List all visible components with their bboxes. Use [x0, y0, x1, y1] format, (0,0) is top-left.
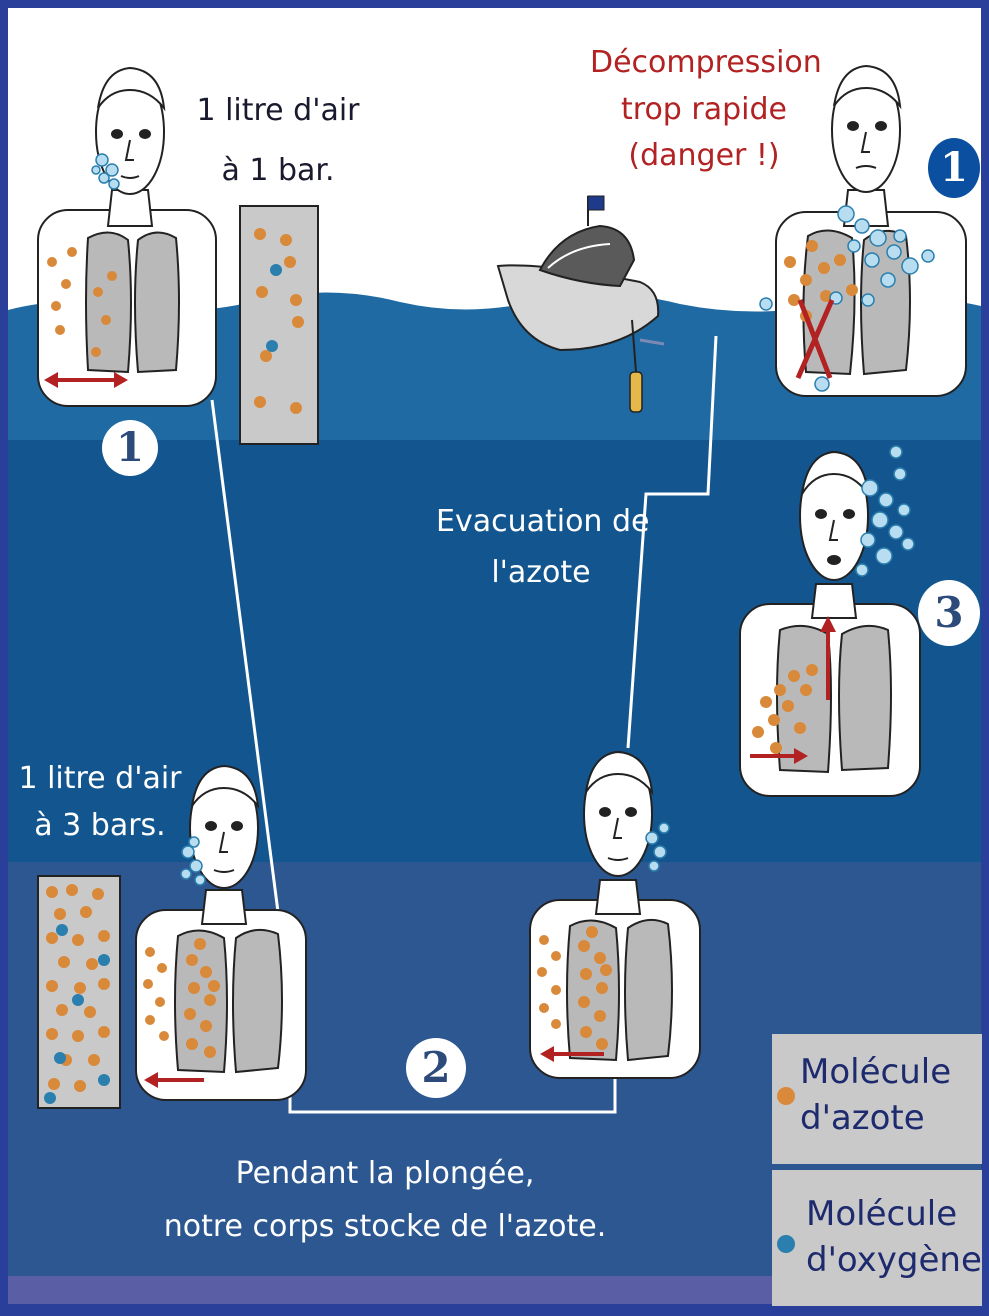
legend-azote-line1: Molécule — [800, 1050, 951, 1096]
label-evacuation: Evacuation de l'azote — [436, 496, 646, 598]
legend-oxygene-line1: Molécule — [806, 1192, 982, 1238]
label-air-3bars: 1 litre d'air à 3 bars. — [8, 756, 192, 849]
step-badge-3: 3 — [918, 580, 980, 646]
label-air-1bar-line2: à 1 bar. — [188, 152, 368, 190]
label-evacuation-line2: l'azote — [436, 547, 646, 598]
label-decompression-line2: trop rapide — [590, 87, 818, 134]
legend-oxygene-line2: d'oxygène — [806, 1238, 982, 1284]
label-air-1bar: 1 litre d'air à 1 bar. — [188, 92, 368, 189]
step-badge-1-left: 1 — [102, 420, 158, 476]
label-pendant-line2: notre corps stocke de l'azote. — [150, 1201, 620, 1254]
legend-oxygene: Molécule d'oxygène — [806, 1192, 982, 1284]
legend-azote: Molécule d'azote — [800, 1050, 951, 1142]
label-decompression: Décompression trop rapide (danger !) — [590, 40, 818, 180]
label-evacuation-line1: Evacuation de — [436, 496, 646, 547]
label-air-3bars-line2: à 3 bars. — [8, 803, 192, 850]
label-decompression-line1: Décompression — [590, 40, 818, 87]
legend-azote-line2: d'azote — [800, 1096, 951, 1142]
label-air-1bar-line1: 1 litre d'air — [188, 92, 368, 130]
step-badge-2: 2 — [406, 1038, 466, 1098]
legend-dot-oxygene — [777, 1235, 795, 1253]
label-pendant: Pendant la plongée, notre corps stocke d… — [150, 1148, 620, 1253]
label-air-3bars-line1: 1 litre d'air — [8, 756, 192, 803]
legend-dot-azote — [777, 1087, 795, 1105]
step-badge-1-right: 1 — [928, 138, 980, 198]
air-canister-3bars — [38, 876, 120, 1108]
air-canister-1bar — [240, 206, 318, 444]
label-decompression-line3: (danger !) — [590, 133, 818, 180]
label-pendant-line1: Pendant la plongée, — [150, 1148, 620, 1201]
